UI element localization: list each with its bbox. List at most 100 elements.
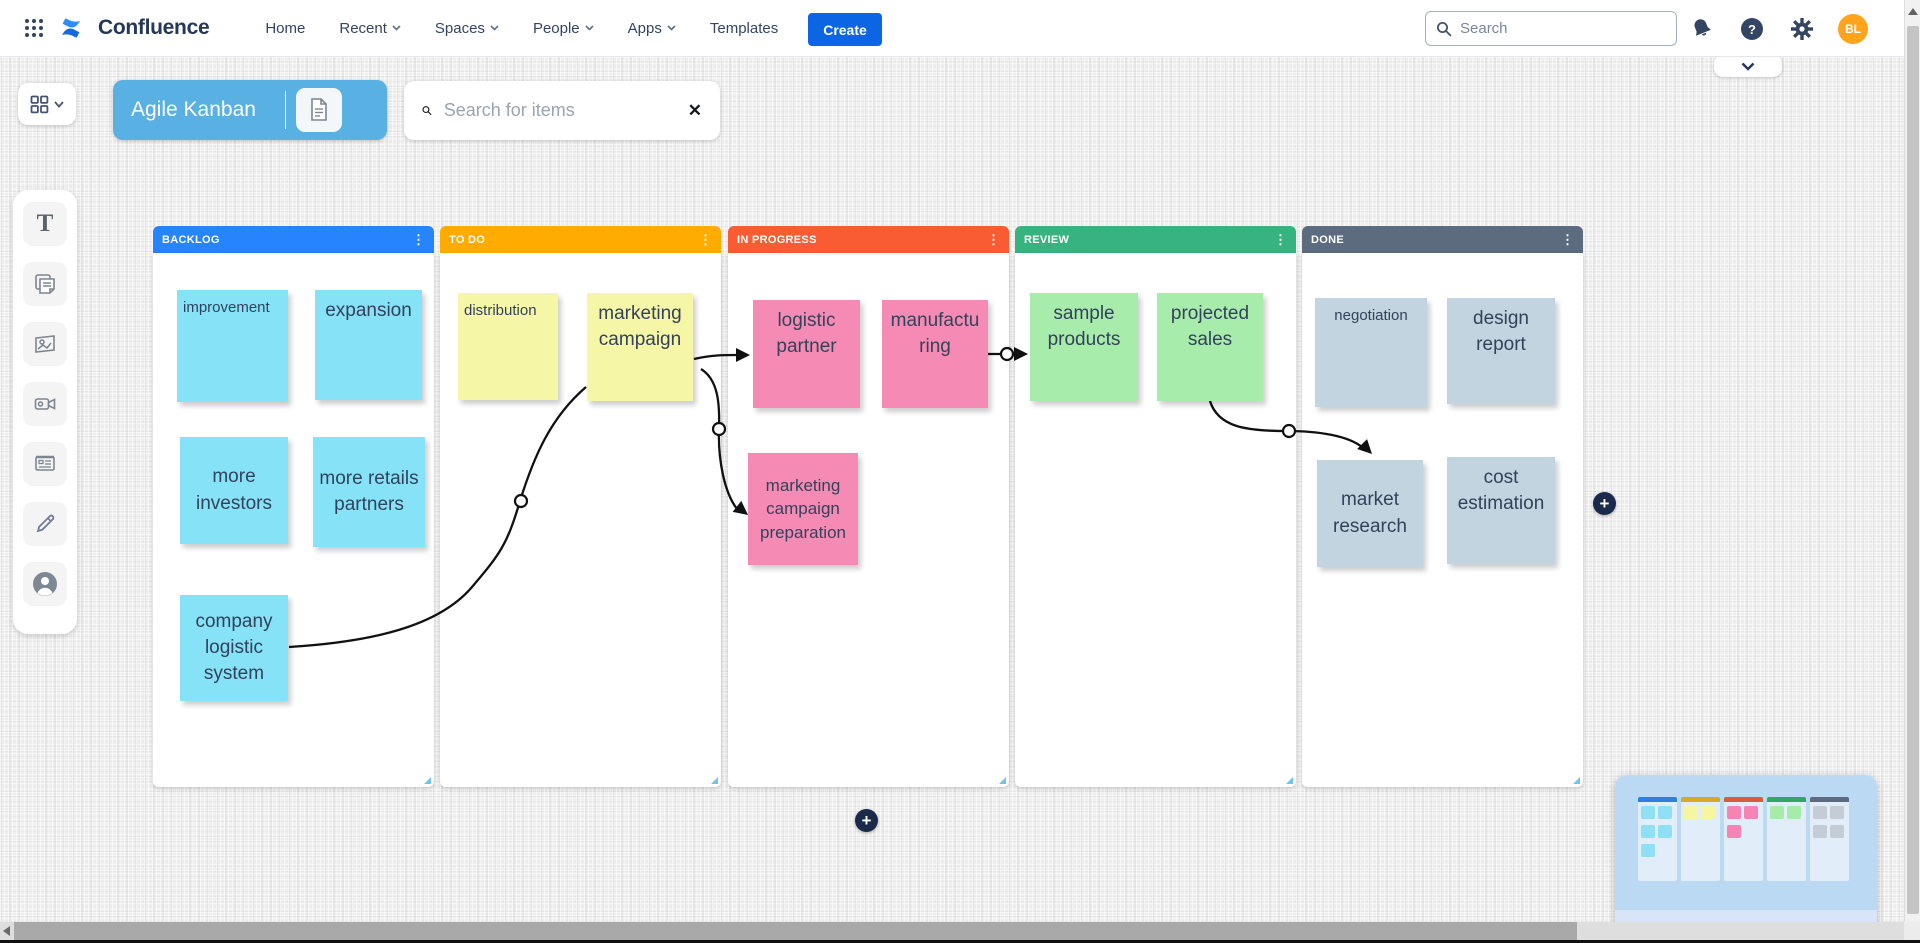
sticky-note[interactable]: expansion — [315, 290, 422, 400]
sticky-note[interactable]: marketing campaign preparation — [748, 453, 858, 565]
text-tool-button[interactable]: T — [23, 202, 67, 246]
minimap-card — [1641, 806, 1655, 819]
nav-menu: Home Recent Spaces People Apps Templates — [265, 20, 778, 37]
column-menu-kebab-icon[interactable]: ⋮ — [699, 232, 712, 247]
pages-icon — [35, 274, 55, 294]
notifications-bell-icon[interactable] — [1688, 15, 1716, 43]
column-menu-kebab-icon[interactable]: ⋮ — [412, 232, 425, 247]
minimap-column-header — [1724, 797, 1763, 802]
nav-item-home[interactable]: Home — [265, 20, 305, 37]
nav-item-templates[interactable]: Templates — [710, 20, 778, 37]
presentation-icon — [35, 455, 55, 471]
item-search-bar[interactable]: ✕ — [404, 81, 720, 140]
video-tool-button[interactable] — [23, 382, 67, 426]
item-search-input[interactable] — [443, 100, 676, 121]
chevron-down-icon — [667, 25, 676, 31]
minimap-strip — [1615, 910, 1877, 922]
sticky-note[interactable]: negotiation — [1315, 298, 1427, 407]
sticky-note[interactable]: design report — [1447, 298, 1555, 404]
nav-item-recent[interactable]: Recent — [339, 20, 401, 37]
sticky-note-text: marketing campaign preparation — [759, 475, 846, 542]
whiteboard-canvas[interactable]: Agile Kanban ✕ T — [0, 57, 1904, 922]
sticky-note[interactable]: projected sales — [1157, 293, 1263, 401]
chevron-down-icon — [392, 25, 401, 31]
sticky-note[interactable]: market research — [1317, 460, 1423, 567]
help-icon[interactable]: ? — [1738, 15, 1766, 43]
sticky-note-text: improvement — [183, 299, 270, 316]
horizontal-scrollbar-thumb[interactable] — [14, 922, 1577, 940]
add-item-button[interactable]: + — [1593, 492, 1616, 515]
add-item-button[interactable]: + — [855, 809, 878, 832]
column-title: IN PROGRESS — [737, 233, 817, 246]
minimap-column — [1767, 797, 1806, 881]
image-tool-button[interactable] — [23, 322, 67, 366]
minimap-card — [1701, 806, 1715, 819]
sticky-note[interactable]: more investors — [180, 437, 288, 544]
confluence-logo-icon[interactable] — [58, 16, 84, 40]
column-header[interactable]: BACKLOG ⋮ — [153, 226, 434, 253]
scroll-left-icon[interactable] — [3, 926, 10, 936]
nav-item-spaces[interactable]: Spaces — [435, 20, 499, 37]
column-title: DONE — [1311, 233, 1344, 246]
minimap-card — [1813, 825, 1827, 838]
nav-item-label: Home — [265, 19, 306, 37]
minimap-card — [1641, 825, 1655, 838]
horizontal-scrollbar[interactable] — [0, 922, 1904, 940]
vertical-scrollbar-thumb[interactable] — [1907, 26, 1919, 914]
global-search-input[interactable] — [1460, 20, 1640, 37]
sticky-note-text: manufacturing — [890, 310, 980, 358]
column-title: BACKLOG — [162, 233, 220, 246]
column-header[interactable]: DONE ⋮ — [1302, 226, 1583, 253]
user-tool-button[interactable] — [23, 562, 67, 606]
board-template-button[interactable] — [296, 88, 342, 132]
column-header[interactable]: REVIEW⋮ — [1015, 226, 1296, 253]
sticky-note[interactable]: company logistic system — [180, 595, 288, 701]
sticky-note-text: expansion — [325, 300, 412, 321]
nav-item-people[interactable]: People — [533, 20, 594, 37]
vertical-scrollbar[interactable] — [1904, 0, 1920, 940]
minimap-collapse-button[interactable] — [1714, 57, 1782, 77]
pen-tool-button[interactable] — [23, 502, 67, 546]
minimap-card — [1787, 806, 1801, 819]
scroll-up-icon[interactable] — [1908, 8, 1918, 15]
sticky-note[interactable]: improvement — [177, 290, 288, 402]
minimap-card — [1830, 825, 1844, 838]
nav-item-apps[interactable]: Apps — [628, 20, 676, 37]
column-resize-handle[interactable] — [711, 777, 718, 784]
sticky-note[interactable]: manufacturing — [882, 300, 988, 408]
scrollbar-corner — [1904, 922, 1920, 940]
column-header[interactable]: IN PROGRESS ⋮ — [728, 226, 1009, 253]
video-camera-icon — [34, 398, 56, 410]
sticky-note[interactable]: cost estimation — [1447, 457, 1555, 564]
create-button[interactable]: Create — [808, 13, 882, 46]
minimap-column-header — [1810, 797, 1849, 802]
global-search[interactable] — [1425, 11, 1677, 46]
column-resize-handle[interactable] — [424, 777, 431, 784]
board-tool-button[interactable] — [23, 442, 67, 486]
search-icon — [1437, 21, 1452, 36]
app-switcher-icon[interactable] — [20, 14, 48, 42]
sticky-note[interactable]: logistic partner — [753, 300, 860, 408]
column-menu-kebab-icon[interactable]: ⋮ — [1274, 232, 1287, 247]
board-title-button[interactable]: Agile Kanban — [113, 80, 387, 140]
column-header[interactable]: TO DO ⋮ — [440, 226, 721, 253]
sticky-note[interactable]: more retails partners — [313, 437, 425, 547]
sticky-note-text: distribution — [464, 302, 537, 319]
column-resize-handle[interactable] — [999, 777, 1006, 784]
sticky-note[interactable]: distribution — [458, 293, 558, 400]
clear-search-icon[interactable]: ✕ — [687, 100, 702, 120]
column-menu-kebab-icon[interactable]: ⋮ — [987, 232, 1000, 247]
sticky-note[interactable]: marketing campaign — [587, 293, 693, 401]
view-selector-button[interactable] — [18, 83, 76, 125]
nav-item-label: Recent — [339, 19, 387, 37]
minimap-card — [1727, 806, 1741, 819]
settings-gear-icon[interactable] — [1788, 15, 1816, 43]
column-menu-kebab-icon[interactable]: ⋮ — [1561, 232, 1574, 247]
minimap-board — [1638, 797, 1849, 881]
column-resize-handle[interactable] — [1286, 777, 1293, 784]
sticky-note[interactable]: sample products — [1030, 293, 1138, 401]
notes-tool-button[interactable] — [23, 262, 67, 306]
user-avatar[interactable]: BL — [1838, 13, 1868, 44]
column-title: TO DO — [449, 233, 486, 246]
column-resize-handle[interactable] — [1573, 777, 1580, 784]
